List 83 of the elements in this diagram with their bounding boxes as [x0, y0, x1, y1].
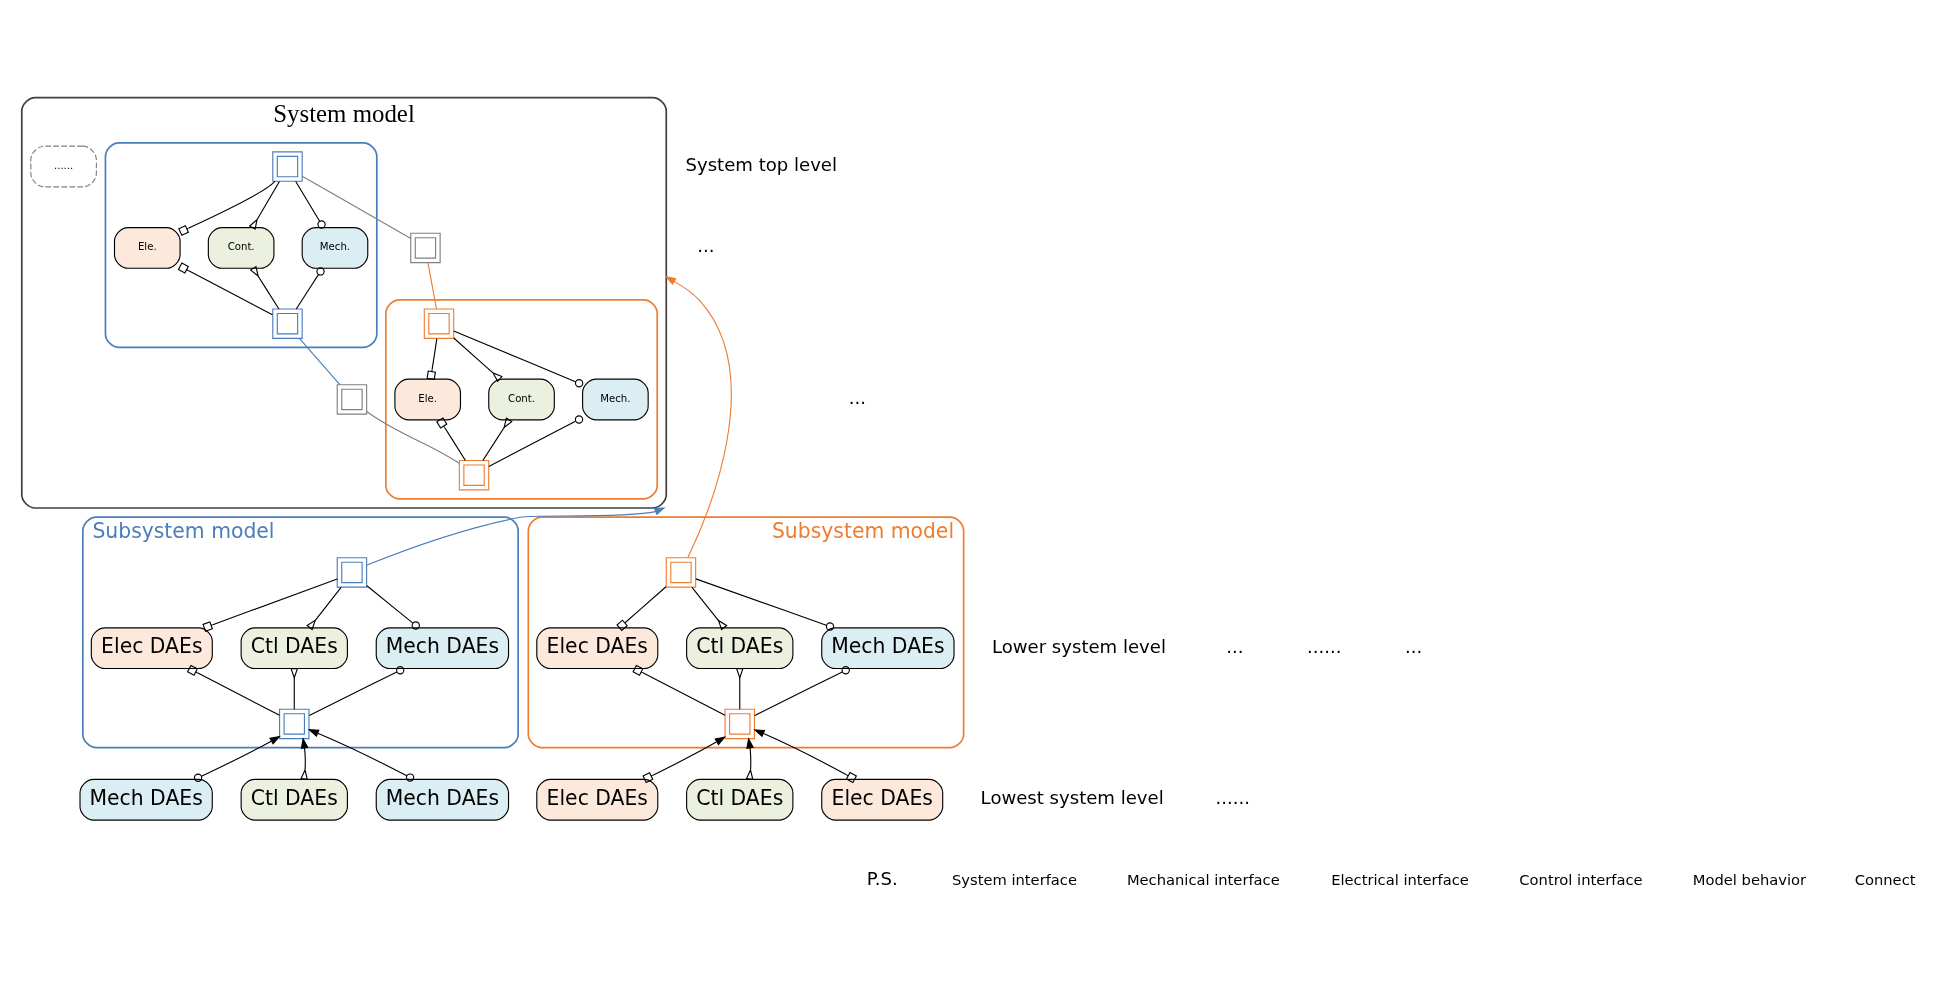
node-box: Mech DAEs — [375, 778, 510, 821]
node-box: Elec DAEs — [821, 778, 944, 821]
connector — [488, 415, 584, 467]
connector — [632, 664, 726, 716]
connector — [177, 262, 273, 316]
node-box: Ctl DAEs — [686, 778, 794, 821]
legend-label: Electrical interface — [1331, 870, 1469, 888]
label: Lowest system level — [980, 787, 1164, 809]
node-box: Ctl DAEs — [240, 778, 348, 821]
connector — [735, 668, 744, 710]
arrow — [642, 736, 727, 784]
legend-label: Connect — [1854, 870, 1916, 888]
node-box — [272, 308, 303, 339]
arrow — [193, 735, 281, 782]
node-box — [336, 557, 368, 588]
arrow — [307, 729, 415, 782]
connector — [301, 175, 411, 239]
node-box: Cont. — [488, 378, 555, 421]
node-box: Mech. — [582, 378, 649, 421]
label: ...... — [1307, 635, 1342, 657]
connector — [186, 664, 281, 716]
node-box — [423, 308, 455, 339]
node-box: Ctl DAEs — [240, 627, 348, 670]
connector — [482, 417, 513, 462]
connector — [178, 180, 276, 236]
node-box: Elec DAEs — [536, 627, 659, 670]
connector — [308, 666, 405, 716]
connector — [691, 586, 728, 631]
connector — [453, 337, 503, 383]
connector — [426, 338, 438, 380]
connector — [295, 180, 326, 229]
connector — [427, 262, 437, 310]
legend-label: Mechanical interface — [1126, 870, 1280, 888]
node-box: Ctl DAEs — [686, 627, 794, 670]
node-box: Mech. — [301, 227, 369, 269]
label: ... — [1226, 635, 1244, 657]
label: ... — [848, 386, 866, 408]
node-box: Cont. — [207, 227, 275, 269]
connector — [366, 410, 460, 464]
connector — [295, 267, 325, 310]
legend-label: Model behavior — [1692, 870, 1807, 888]
node-box: Ele. — [394, 378, 462, 421]
connector — [695, 578, 835, 631]
connector — [299, 338, 341, 386]
connector — [436, 417, 467, 462]
node-box — [336, 384, 368, 415]
node-box — [724, 708, 755, 740]
label: ... — [697, 235, 715, 257]
node-box — [279, 708, 310, 740]
node-box: ...... — [30, 145, 97, 188]
cluster — [104, 141, 378, 349]
label: ... — [1405, 635, 1423, 657]
legend-label: Control interface — [1519, 870, 1643, 888]
node-box: Elec DAEs — [90, 627, 213, 670]
node-box: Ele. — [113, 227, 181, 269]
cluster — [385, 299, 659, 500]
connector — [248, 180, 280, 231]
legend-label: System interface — [952, 870, 1077, 888]
node-box: Elec DAEs — [536, 778, 659, 821]
node-box: Mech DAEs — [821, 627, 955, 670]
node-box — [272, 151, 303, 182]
label: P.S. — [866, 868, 898, 890]
arrow — [366, 507, 666, 566]
connector — [616, 586, 667, 632]
connector — [306, 586, 342, 631]
arrow — [753, 729, 858, 784]
arrow — [745, 737, 755, 780]
connector — [249, 265, 280, 310]
node-box — [665, 557, 697, 588]
connector — [453, 330, 584, 388]
connector — [290, 668, 299, 710]
connector — [754, 666, 850, 716]
arrow — [300, 737, 309, 780]
label: Lower system level — [991, 635, 1166, 657]
node-box: Mech DAEs — [79, 778, 213, 821]
node-box — [458, 459, 490, 491]
label: ...... — [1215, 787, 1250, 809]
connector — [202, 578, 338, 632]
arrow — [664, 276, 732, 559]
node-box — [410, 232, 441, 264]
label: System top level — [685, 153, 837, 175]
node-box: Mech DAEs — [375, 627, 510, 670]
connector — [366, 585, 420, 630]
